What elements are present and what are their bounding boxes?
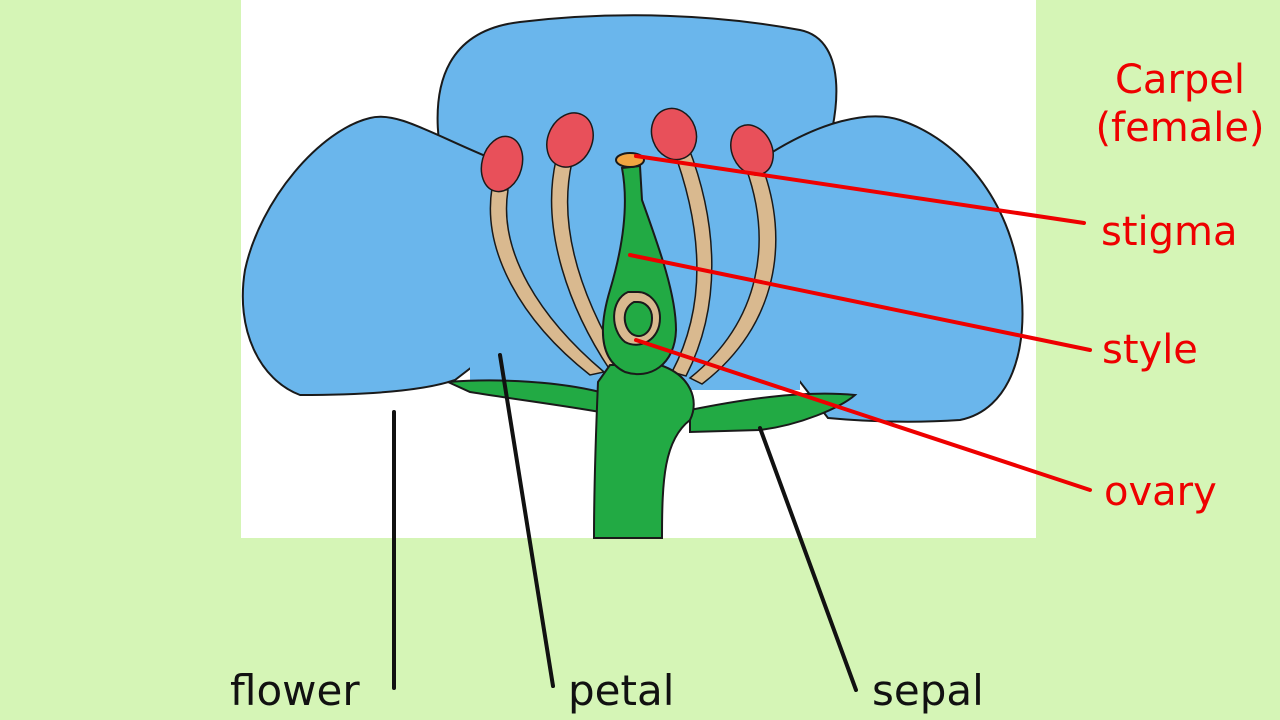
anther-2 (546, 112, 594, 168)
red-leader-lines (628, 154, 1092, 492)
leader-stigma (634, 154, 1086, 225)
leader-sepal (758, 426, 858, 692)
filament-1 (489, 187, 606, 376)
leader-petal (498, 353, 555, 688)
anther-1 (480, 135, 524, 193)
label-stigma: stigma (1101, 209, 1238, 255)
pistil (592, 152, 695, 539)
anther-3 (650, 107, 698, 161)
label-style: style (1102, 327, 1198, 373)
stem (592, 364, 695, 539)
carpel-heading-line2: (female) (1095, 105, 1265, 151)
leader-style (628, 253, 1092, 352)
sepal-right (689, 392, 858, 434)
petal-right (759, 115, 1024, 423)
sepals (447, 379, 858, 434)
petal-left (241, 115, 521, 397)
leader-ovary (634, 338, 1092, 492)
label-sepal: sepal (872, 666, 984, 715)
label-flower: flower (230, 666, 360, 715)
black-leader-lines (392, 353, 858, 692)
anthers (480, 107, 774, 193)
filament-3 (670, 145, 713, 377)
label-ovary: ovary (1104, 469, 1217, 515)
filaments (489, 145, 777, 385)
carpel-heading-line1: Carpel (1115, 57, 1245, 103)
filament-4 (688, 165, 777, 385)
carpel-heading: Carpel (female) (1082, 56, 1278, 152)
ovary-inner (623, 301, 654, 337)
label-petal: petal (568, 666, 675, 715)
